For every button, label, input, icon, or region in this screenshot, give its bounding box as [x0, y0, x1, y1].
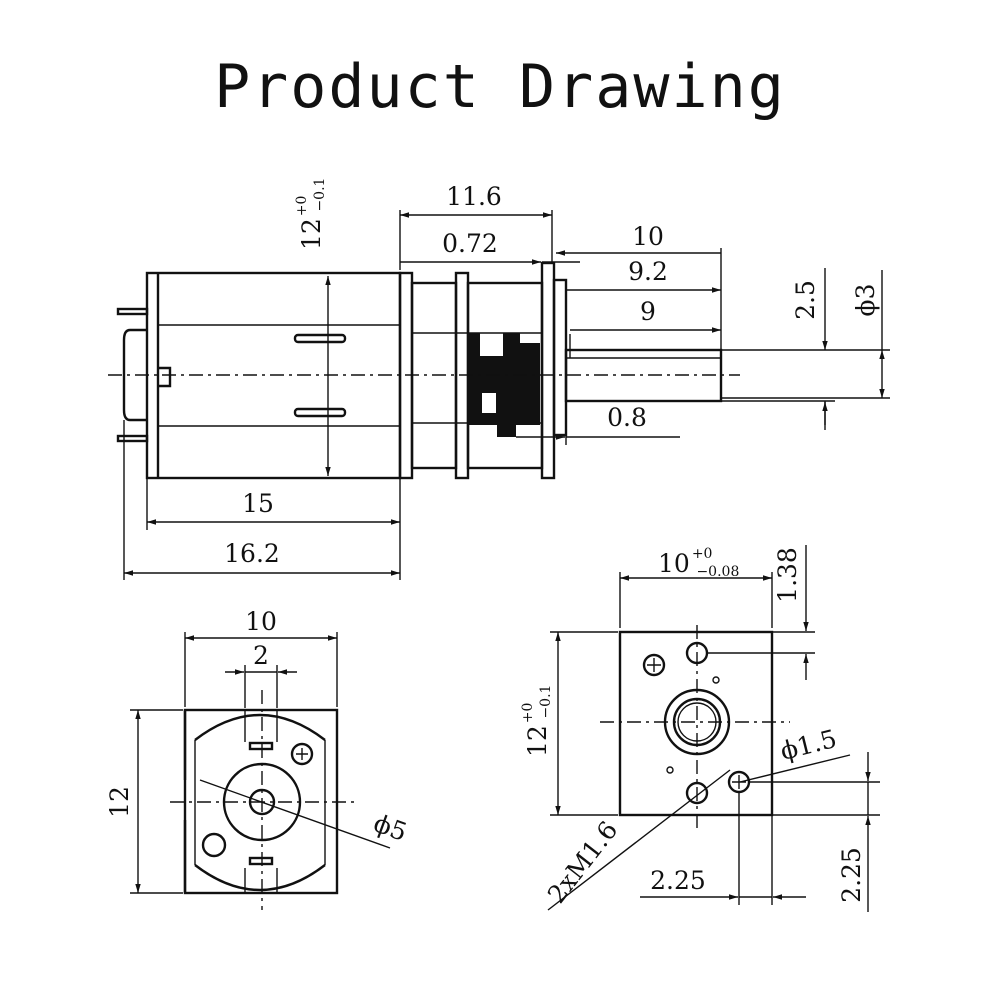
hole-offset-top-label: 1.38 [773, 547, 802, 603]
boss-diameter-label: ϕ5 [370, 808, 411, 847]
shaft-offset-label: 0.8 [607, 403, 647, 432]
overall-length-label: 11.6 [446, 182, 502, 211]
front-height-label: 12+0−0.1 [520, 685, 554, 757]
shaft-length-2-label: 9.2 [628, 257, 668, 286]
slot-width-label: 2 [253, 641, 269, 670]
flange-gap-label: 0.72 [442, 229, 498, 258]
side-view: 11.6 0.72 10 9.2 9 2.5 ϕ3 0.8 [108, 178, 890, 580]
motor-length-label: 15 [242, 489, 274, 518]
output-shaft [564, 334, 723, 403]
motor-total-length-label: 16.2 [224, 539, 280, 568]
gearbox [398, 261, 568, 480]
hole-offset-y-label: 2.25 [837, 847, 866, 903]
page-title: Product Drawing [214, 52, 786, 122]
front-view: 10+0−0.08 1.38 12+0−0.1 ϕ1.5 2xM1.6 2.25… [520, 545, 880, 912]
rear-view: 10 2 12 ϕ5 [105, 607, 411, 910]
front-width-label: 10+0−0.08 [658, 546, 739, 580]
motor-terminals [116, 307, 149, 443]
height-label: 12+0−0.1 [294, 178, 328, 250]
shaft-flat-depth-label: 2.5 [791, 280, 820, 320]
rear-width-label: 10 [245, 607, 277, 636]
shaft-length-label: 10 [632, 222, 664, 251]
rear-height-label: 12 [105, 786, 134, 818]
shaft-flat-length-label: 9 [640, 297, 656, 326]
shaft-diameter-label: ϕ3 [851, 284, 880, 317]
hole-offset-x-label: 2.25 [650, 866, 706, 895]
